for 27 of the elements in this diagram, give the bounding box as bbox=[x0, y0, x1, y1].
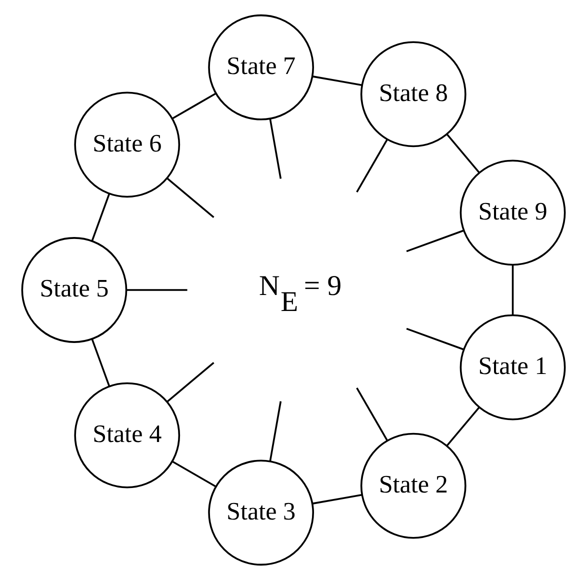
node-circle: State 4 bbox=[74, 382, 180, 488]
connector bbox=[312, 494, 362, 504]
node-circle: State 6 bbox=[74, 92, 180, 198]
connector bbox=[166, 178, 214, 218]
connector bbox=[268, 401, 282, 462]
connector bbox=[90, 194, 110, 242]
connector bbox=[356, 139, 388, 193]
node-circle: State 7 bbox=[208, 14, 314, 120]
node-circle: State 1 bbox=[459, 314, 566, 420]
connector bbox=[312, 76, 362, 86]
connector bbox=[268, 118, 282, 179]
connector bbox=[406, 328, 464, 350]
connector bbox=[166, 362, 214, 402]
connector bbox=[126, 289, 187, 291]
node-circle: State 3 bbox=[208, 460, 314, 566]
connector bbox=[511, 265, 514, 316]
connector bbox=[406, 230, 464, 252]
connector bbox=[90, 338, 110, 386]
node-circle: State 9 bbox=[459, 160, 566, 266]
node-circle: State 5 bbox=[20, 237, 127, 343]
connector bbox=[171, 460, 216, 488]
connector bbox=[446, 406, 480, 446]
node-circle: State 2 bbox=[360, 432, 466, 539]
connector bbox=[356, 387, 388, 441]
connector bbox=[446, 134, 480, 174]
connector bbox=[172, 92, 216, 120]
node-circle: State 8 bbox=[360, 41, 466, 148]
